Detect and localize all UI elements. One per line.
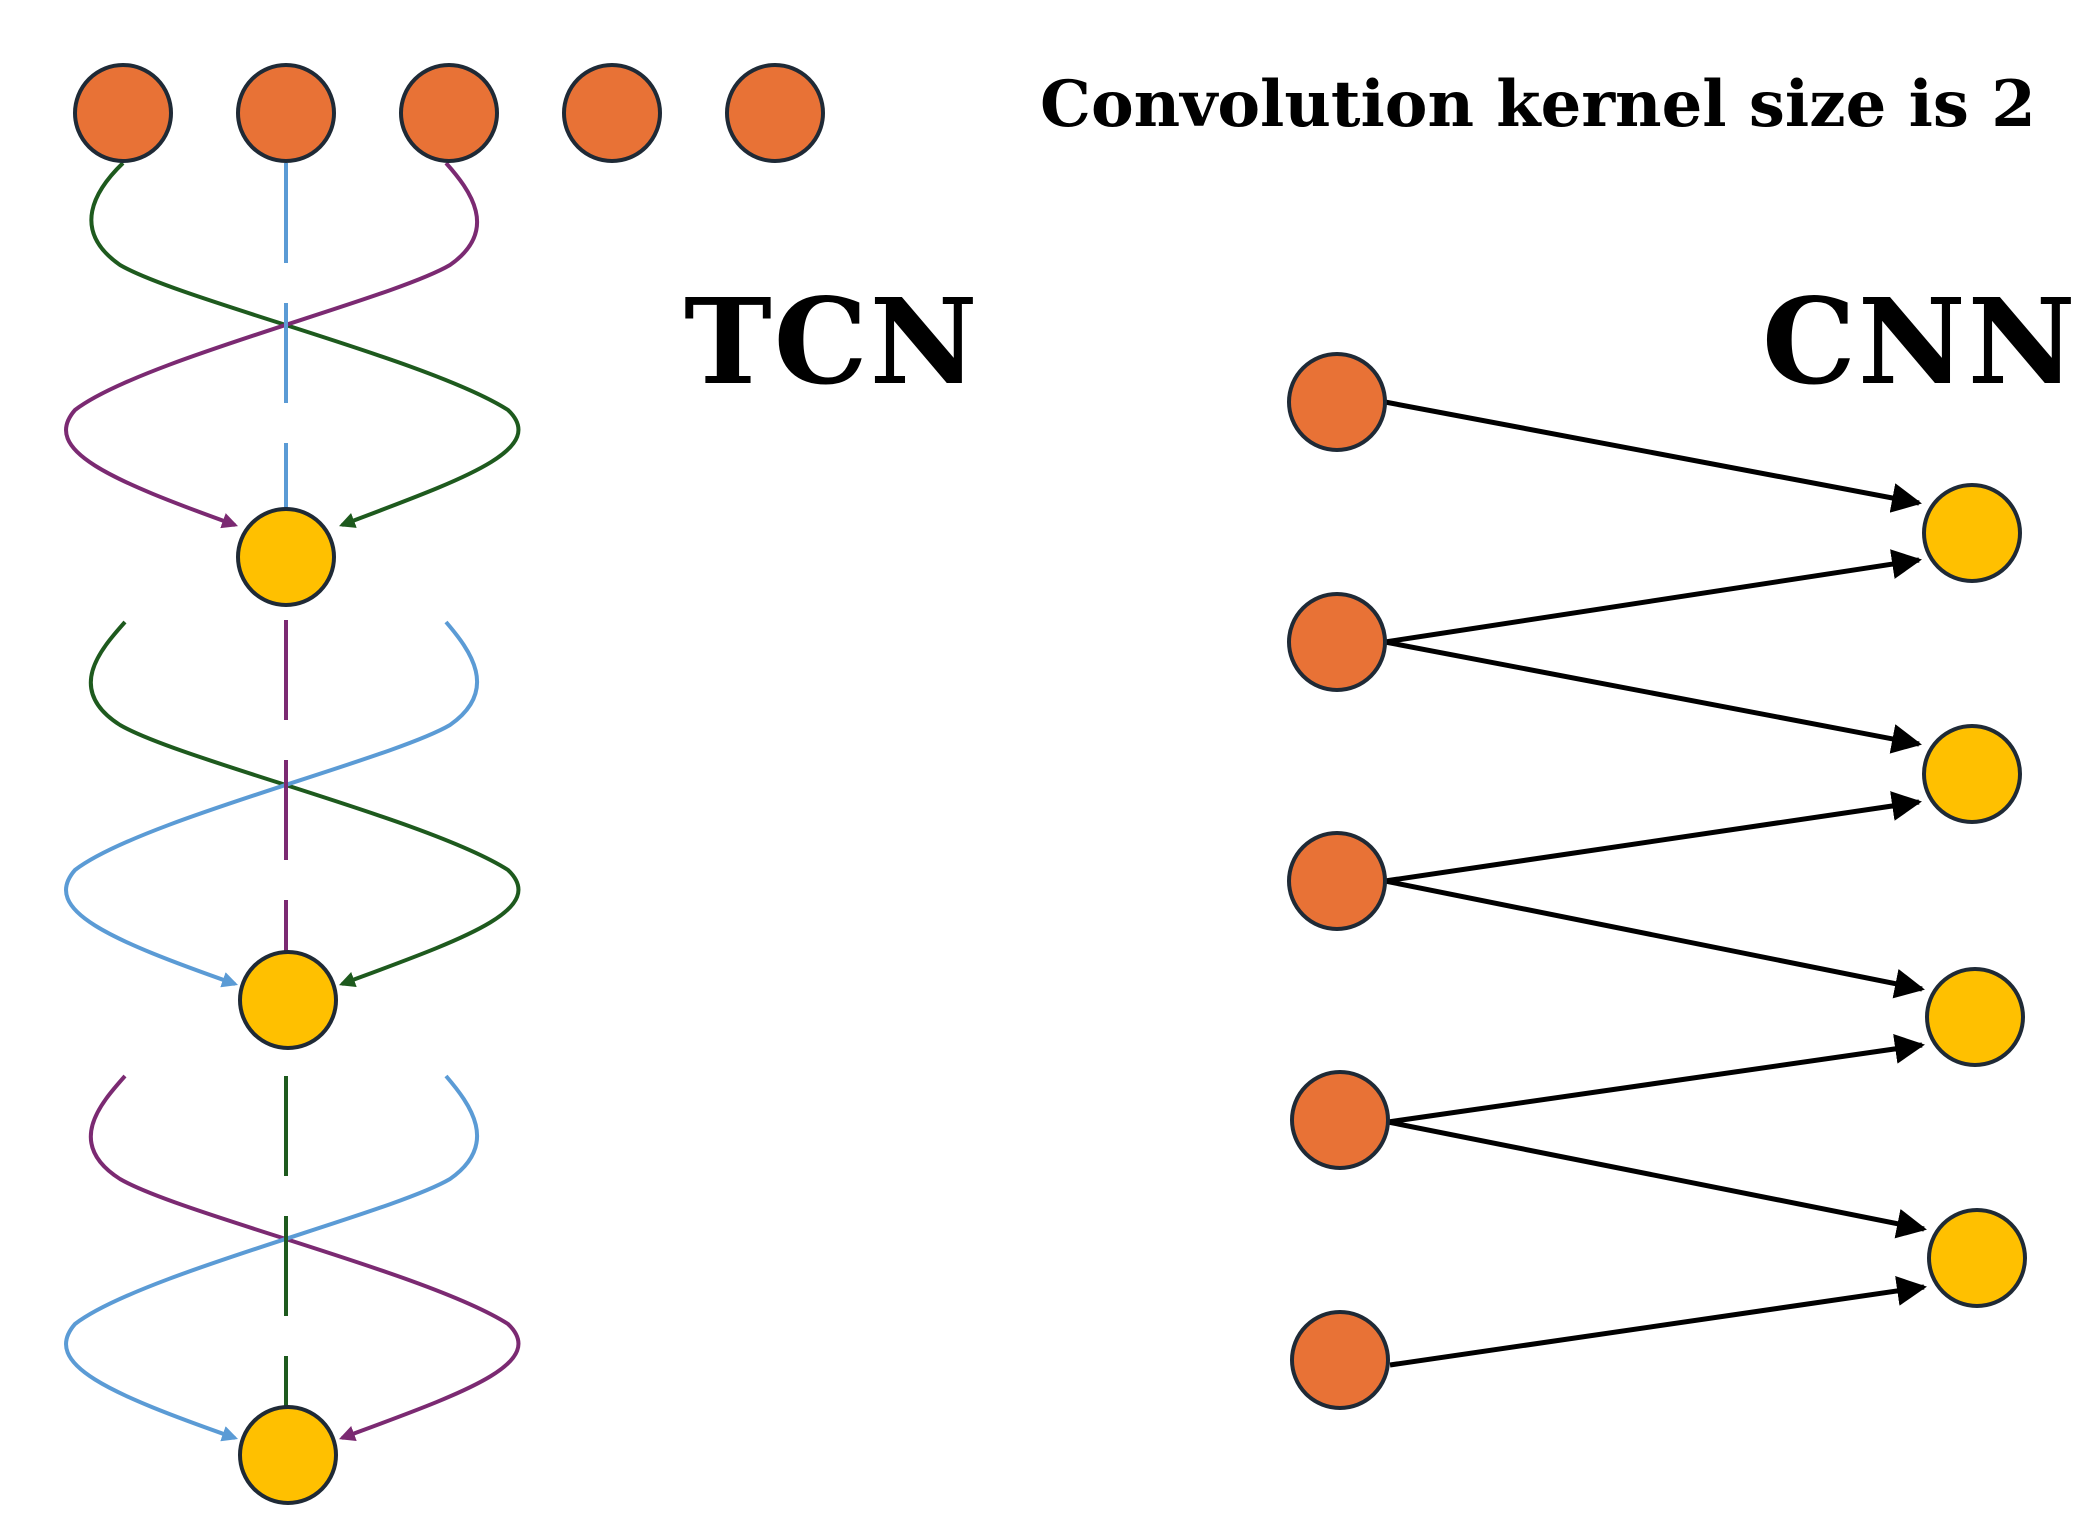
cnn-edge bbox=[1387, 1034, 1925, 1125]
cnn-edge bbox=[1384, 639, 1922, 754]
tcn-input-node bbox=[562, 63, 662, 163]
tcn-edge-green bbox=[89, 161, 521, 528]
tcn-input-node bbox=[236, 63, 336, 163]
tcn-diagram bbox=[64, 63, 825, 1505]
tcn-label: TCN bbox=[684, 272, 980, 411]
cnn-output-node bbox=[1927, 1208, 2027, 1308]
caption: Convolution kernel size is 2 bbox=[1040, 67, 2036, 142]
tcn-edge-green bbox=[88, 620, 521, 988]
tcn-output-node bbox=[238, 950, 338, 1050]
tcn-input-node bbox=[725, 63, 825, 163]
cnn-input-node bbox=[1287, 831, 1387, 931]
tcn-output-node bbox=[238, 1405, 338, 1505]
cnn-label: CNN bbox=[1762, 272, 2078, 411]
tcn-input-node bbox=[399, 63, 499, 163]
cnn-output-node bbox=[1922, 724, 2022, 824]
tcn-edge-purple bbox=[64, 161, 480, 529]
tcn-edge-purple bbox=[88, 1074, 521, 1442]
tcn-input-node bbox=[73, 63, 173, 163]
cnn-input-node bbox=[1290, 1310, 1390, 1410]
cnn-diagram bbox=[1287, 352, 2027, 1410]
tcn-output-node bbox=[236, 507, 336, 607]
cnn-input-node bbox=[1290, 1070, 1390, 1170]
cnn-input-node bbox=[1287, 352, 1387, 452]
cnn-edge bbox=[1384, 791, 1922, 884]
cnn-edge bbox=[1384, 878, 1925, 999]
cnn-input-node bbox=[1287, 592, 1387, 692]
cnn-edge bbox=[1389, 1276, 1927, 1368]
tcn-edge-blue bbox=[64, 1074, 480, 1442]
cnn-edge bbox=[1387, 1119, 1927, 1239]
cnn-edge bbox=[1384, 399, 1922, 513]
cnn-output-node bbox=[1925, 967, 2025, 1067]
cnn-output-node bbox=[1922, 483, 2022, 583]
cnn-edge bbox=[1384, 549, 1922, 645]
tcn-edge-blue bbox=[64, 620, 480, 988]
